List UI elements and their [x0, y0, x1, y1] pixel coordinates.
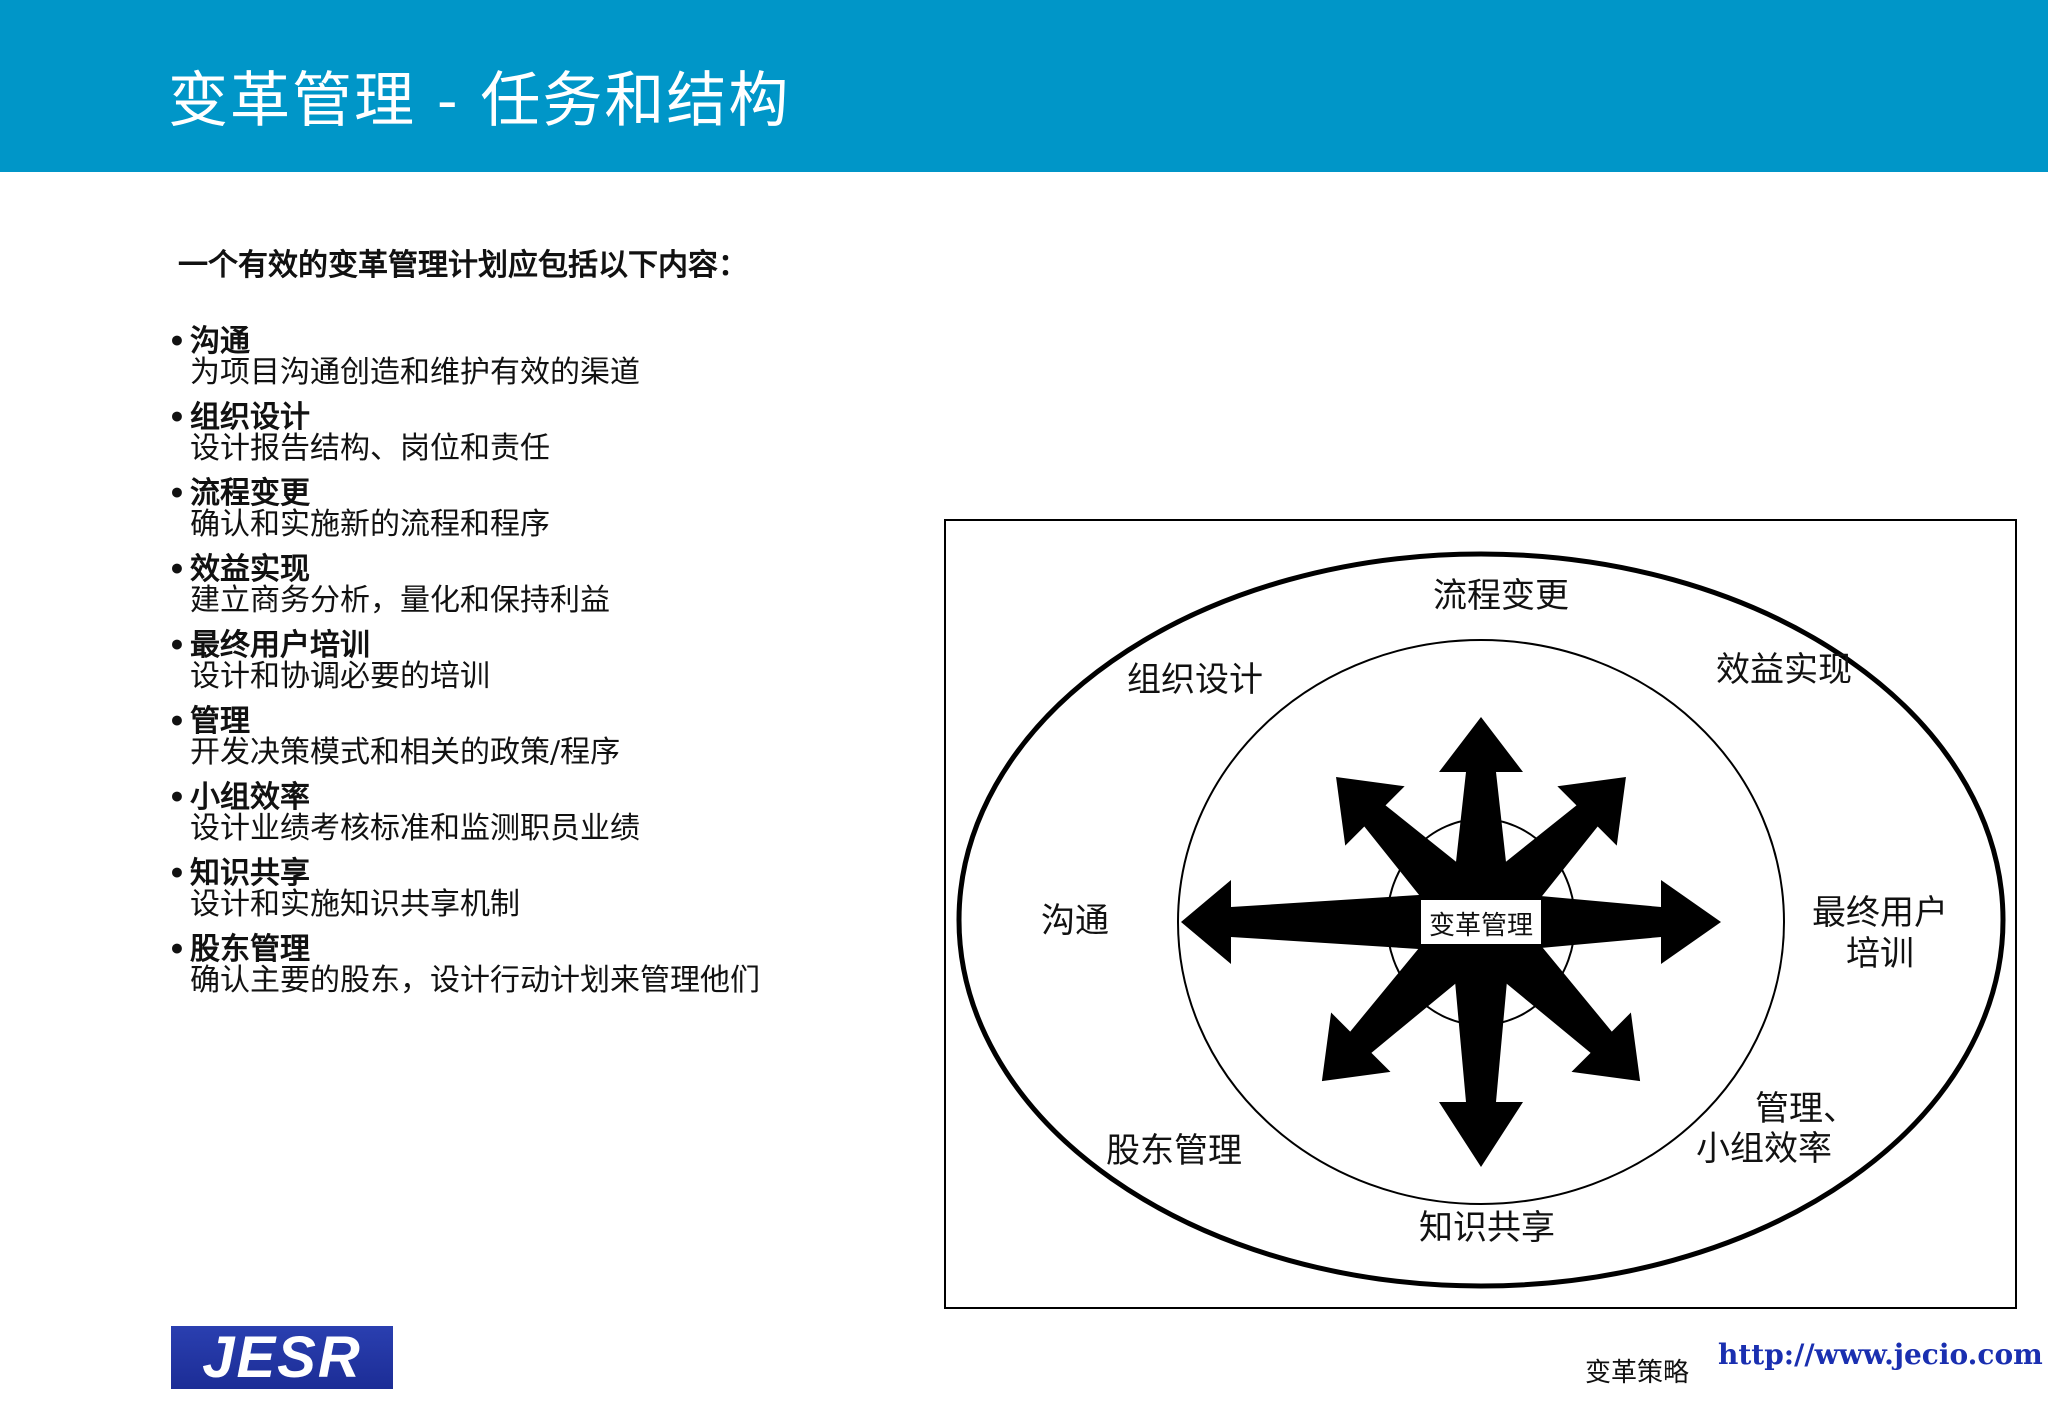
bullet-icon: • — [168, 857, 186, 890]
list-item-desc: 开发决策模式和相关的政策/程序 — [190, 735, 621, 770]
bullet-icon: • — [168, 401, 186, 434]
outer-ellipse — [956, 551, 2006, 1289]
list-item-title: 沟通 — [190, 324, 250, 359]
list-item-desc: 设计报告结构、岗位和责任 — [190, 431, 550, 466]
center-box — [1419, 898, 1543, 946]
arrow-left — [1181, 880, 1473, 964]
header-bar: 变革管理 - 任务和结构 — [0, 0, 2048, 172]
intro-text: 一个有效的变革管理计划应包括以下内容： — [178, 248, 748, 283]
bullet-icon: • — [168, 781, 186, 814]
list-item-title: 组织设计 — [190, 400, 310, 435]
list-item: •小组效率 设计业绩考核标准和监测职员业绩 — [168, 772, 928, 848]
label-benefits: 效益实现 — [1716, 650, 1852, 690]
list-item-title: 小组效率 — [190, 780, 310, 815]
page-title: 变革管理 - 任务和结构 — [168, 66, 791, 136]
arrow-down — [1439, 930, 1523, 1167]
list-item: •组织设计 设计报告结构、岗位和责任 — [168, 392, 928, 468]
list-item-desc: 确认主要的股东，设计行动计划来管理他们 — [190, 963, 760, 998]
list-item-title: 股东管理 — [190, 932, 310, 967]
task-list: •沟通 为项目沟通创造和维护有效的渠道 •组织设计 设计报告结构、岗位和责任 •… — [168, 316, 928, 1000]
label-process-change: 流程变更 — [1433, 576, 1569, 616]
label-org-design: 组织设计 — [1127, 660, 1263, 700]
bullet-icon: • — [168, 705, 186, 738]
list-item: •最终用户培训 设计和协调必要的培训 — [168, 620, 928, 696]
list-item-title: 效益实现 — [190, 552, 310, 587]
list-item-desc: 设计和实施知识共享机制 — [190, 887, 520, 922]
bullet-icon: • — [168, 477, 186, 510]
bullet-icon: • — [168, 933, 186, 966]
bullet-icon: • — [168, 629, 186, 662]
list-item-desc: 建立商务分析，量化和保持利益 — [190, 583, 610, 618]
company-logo: JESR — [171, 1326, 393, 1389]
middle-circle — [1177, 639, 1785, 1205]
bullet-icon: • — [168, 553, 186, 586]
label-governance-2: 小组效率 — [1696, 1129, 1832, 1169]
bullet-icon: • — [168, 325, 186, 358]
center-label: 变革管理 — [1429, 911, 1533, 941]
list-item: •沟通 为项目沟通创造和维护有效的渠道 — [168, 316, 928, 392]
logo-text: JESR — [202, 1325, 362, 1390]
list-item-desc: 确认和实施新的流程和程序 — [190, 507, 550, 542]
arrow-right — [1489, 880, 1721, 964]
list-item: •流程变更 确认和实施新的流程和程序 — [168, 468, 928, 544]
list-item-title: 流程变更 — [190, 476, 310, 511]
list-item-title: 最终用户培训 — [190, 628, 370, 663]
label-stakeholder: 股东管理 — [1106, 1131, 1242, 1171]
label-communication: 沟通 — [1041, 901, 1109, 941]
footer-url-link[interactable]: http://www.jecio.com — [1718, 1338, 2043, 1371]
list-item-title: 知识共享 — [190, 856, 310, 891]
list-item-title: 管理 — [190, 704, 250, 739]
list-item: •股东管理 确认主要的股东，设计行动计划来管理他们 — [168, 924, 928, 1000]
change-management-diagram: 变革管理 流程变更 组织设计 效益实现 沟通 最终用户 培训 股东管理 管理、 … — [944, 519, 2017, 1309]
list-item: •管理 开发决策模式和相关的政策/程序 — [168, 696, 928, 772]
list-item: •效益实现 建立商务分析，量化和保持利益 — [168, 544, 928, 620]
list-item-desc: 设计业绩考核标准和监测职员业绩 — [190, 811, 640, 846]
footer-label: 变革策略 — [1585, 1358, 1690, 1388]
label-knowledge: 知识共享 — [1419, 1208, 1555, 1248]
label-governance-1: 管理、 — [1755, 1089, 1857, 1129]
label-end-user-1: 最终用户 — [1812, 893, 1948, 933]
list-item: •知识共享 设计和实施知识共享机制 — [168, 848, 928, 924]
list-item-desc: 设计和协调必要的培训 — [190, 659, 490, 694]
arrow-up — [1439, 717, 1523, 914]
list-item-desc: 为项目沟通创造和维护有效的渠道 — [190, 355, 640, 390]
label-end-user-2: 培训 — [1846, 934, 1914, 974]
